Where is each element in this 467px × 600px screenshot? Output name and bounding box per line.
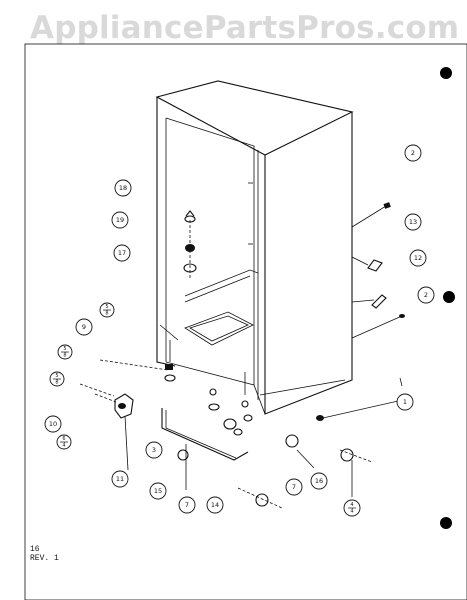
callout-label-text: 14 <box>211 501 219 509</box>
callout-label-text: 7 <box>185 501 189 509</box>
callout-label-text: 5 <box>63 346 66 352</box>
callout-label-text: 6 <box>62 436 65 442</box>
page-number: 16 <box>30 545 40 554</box>
callout-label-text: 4 <box>350 502 353 508</box>
callout-label-text: 8 <box>63 352 66 358</box>
callout-label-text: 2 <box>424 291 428 299</box>
callout-label-text: 12 <box>414 254 422 262</box>
callout-1: 1 <box>396 393 414 411</box>
callout-label-text: 4 <box>350 508 353 514</box>
callout-3: 3 <box>145 441 163 459</box>
callout-label-text: 18 <box>119 184 127 192</box>
callout-label-text: 7 <box>292 483 296 491</box>
callout-label-text: 15 <box>154 487 162 495</box>
scan-dot <box>440 67 452 79</box>
callout-17: 17 <box>113 244 131 262</box>
callout-5-8-c: 58 <box>49 371 65 387</box>
front-bottom-components <box>159 324 403 509</box>
cabinet-body <box>155 80 354 415</box>
callout-label-text: 3 <box>152 446 156 454</box>
callout-label-text: 11 <box>116 475 124 483</box>
callout-label-text: 13 <box>409 218 417 226</box>
right-side-parts <box>351 202 405 339</box>
callout-label-text: 10 <box>49 420 57 428</box>
callout-label-text: 9 <box>82 323 86 331</box>
callout-label-text: 19 <box>116 216 124 224</box>
callout-5-8-a: 58 <box>99 302 115 318</box>
callout-7-b: 7 <box>285 478 303 496</box>
callout-6-4: 64 <box>56 434 72 450</box>
callout-18: 18 <box>114 179 132 197</box>
callout-2-b: 2 <box>417 286 435 304</box>
callout-label-text: 5 <box>105 304 108 310</box>
scan-dot <box>440 517 452 529</box>
callout-10: 10 <box>44 415 62 433</box>
callout-label-text: 16 <box>315 477 323 485</box>
callout-label-text: 1 <box>403 398 407 406</box>
callout-label-text: 17 <box>118 249 126 257</box>
callout-12: 12 <box>409 249 427 267</box>
callout-5-8-b: 58 <box>57 344 73 360</box>
callout-label-text: 2 <box>411 149 415 157</box>
callout-7-a: 7 <box>178 496 196 514</box>
callout-4-4: 44 <box>343 499 361 517</box>
revision-label: REV. 1 <box>30 554 59 563</box>
callout-15: 15 <box>149 482 167 500</box>
lower-hinge-assembly <box>79 359 176 471</box>
upper-hinge-parts <box>183 210 197 280</box>
page-border <box>24 43 467 600</box>
page-footer: 16 REV. 1 <box>30 545 59 563</box>
callout-label-text: 5 <box>55 373 58 379</box>
scan-dot <box>443 291 455 303</box>
callout-9: 9 <box>75 318 93 336</box>
callout-19: 19 <box>111 211 129 229</box>
callout-label-text: 8 <box>55 379 58 385</box>
callout-14: 14 <box>206 496 224 514</box>
callout-13: 13 <box>404 213 422 231</box>
callout-16: 16 <box>310 472 328 490</box>
callout-2-a: 2 <box>404 144 422 162</box>
callout-11: 11 <box>111 470 129 488</box>
watermark-logo: AppliancePartsPros.com <box>30 10 460 46</box>
callout-label-text: 4 <box>62 442 65 448</box>
callout-label-text: 8 <box>105 310 108 316</box>
